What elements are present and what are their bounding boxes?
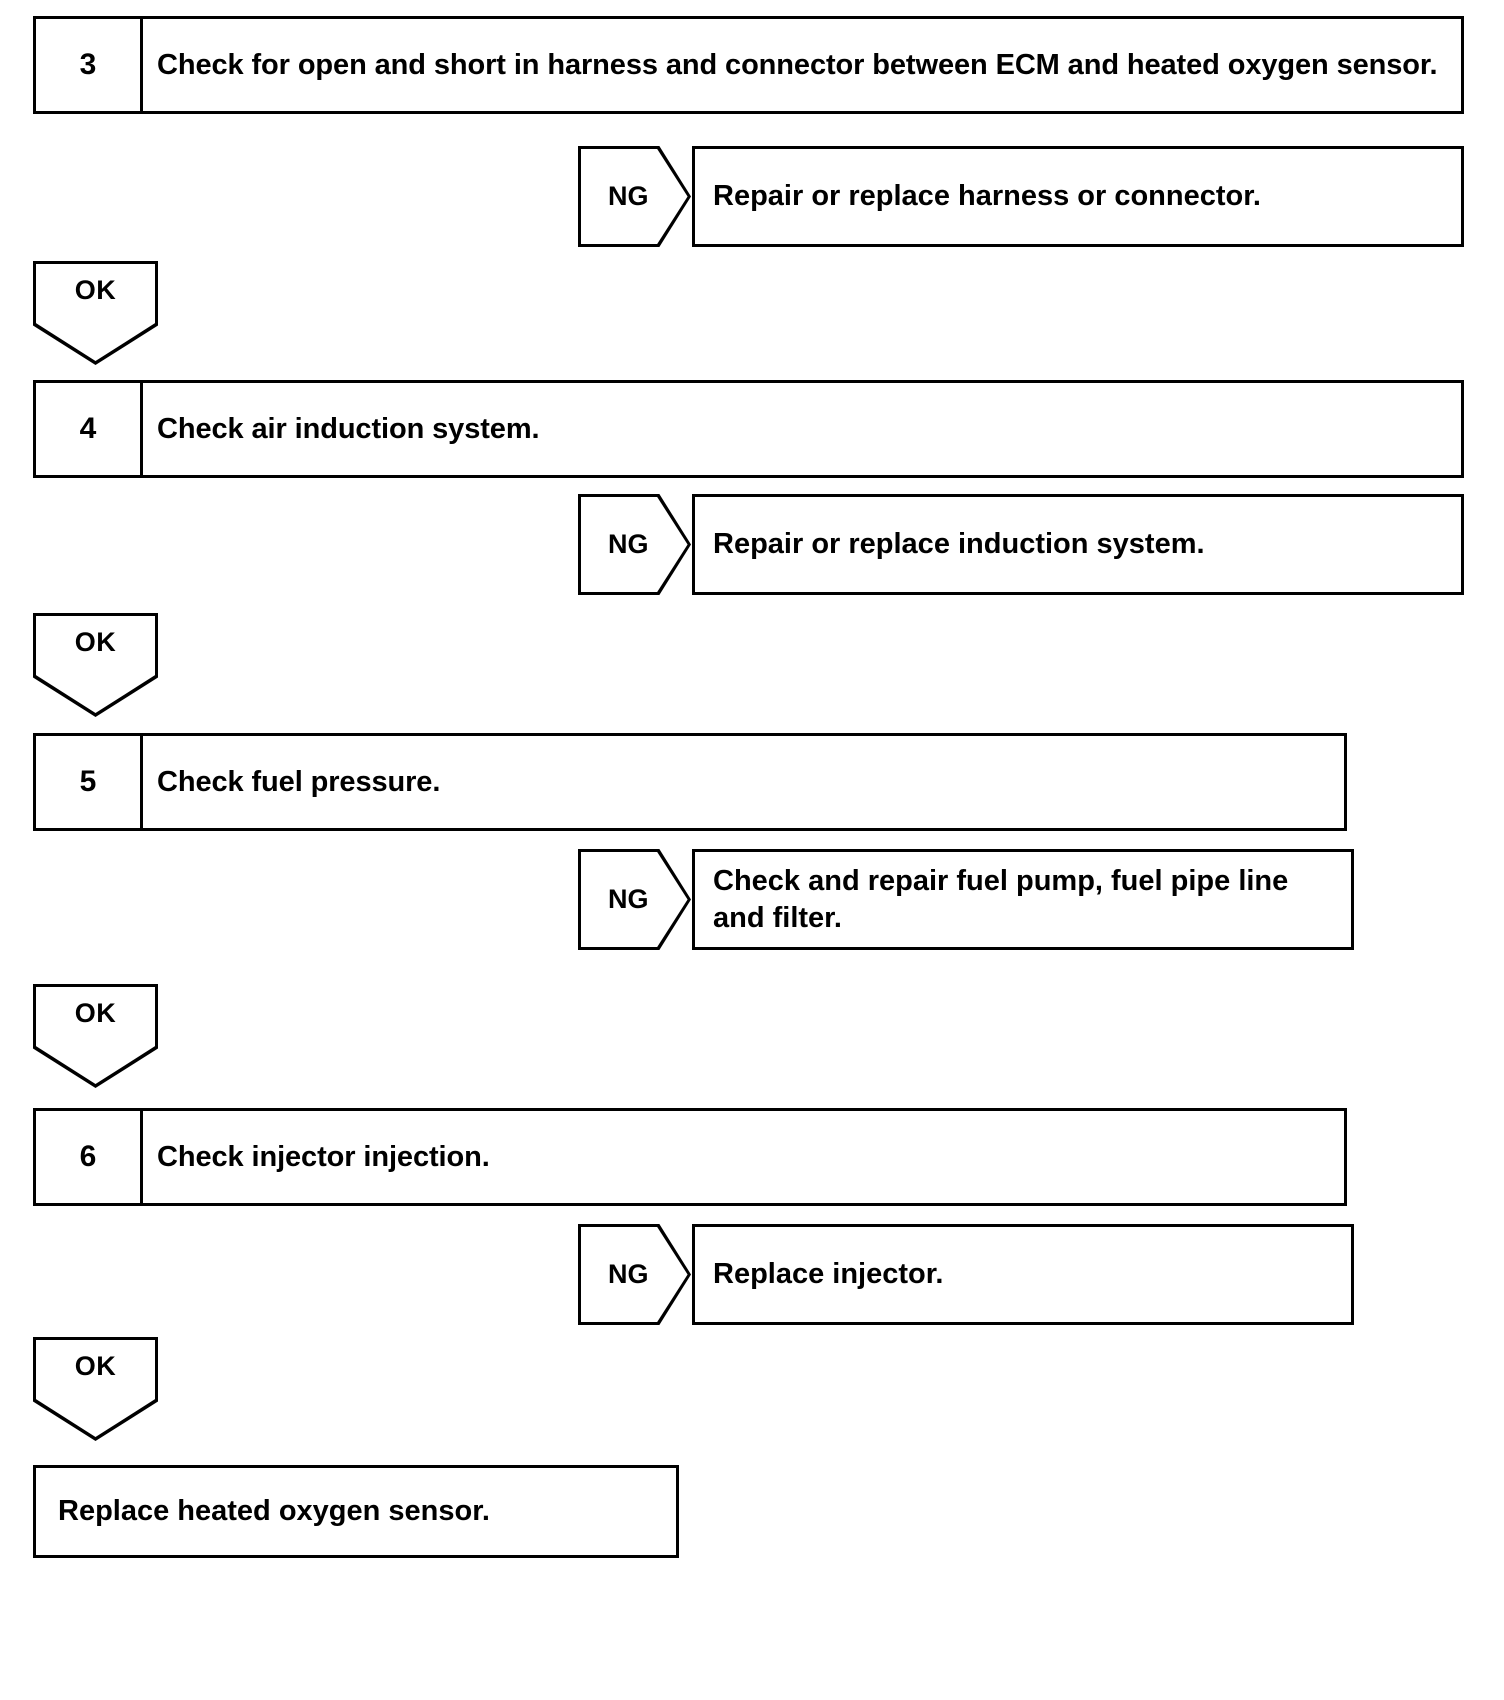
ok-arrow-5-label: OK bbox=[74, 998, 117, 1028]
ng-arrow-3-label: NG bbox=[608, 181, 649, 211]
ok-arrow-4-label: OK bbox=[74, 627, 117, 657]
ok-arrow-4: OK bbox=[33, 613, 158, 717]
ng-result-3: Repair or replace harness or connector. bbox=[692, 146, 1464, 247]
ng-arrow-4: NG bbox=[578, 494, 691, 595]
step-row-4: 4 Check air induction system. bbox=[33, 380, 1464, 478]
step-text-6: Check injector injection. bbox=[157, 1140, 490, 1173]
ok-arrow-5: OK bbox=[33, 984, 158, 1088]
ng-arrow-3: NG bbox=[578, 146, 691, 247]
ng-result-5: Check and repair fuel pump, fuel pipe li… bbox=[692, 849, 1354, 950]
ok-arrow-6-label: OK bbox=[74, 1351, 117, 1381]
ok-arrow-6: OK bbox=[33, 1337, 158, 1441]
ok-arrow-3: OK bbox=[33, 261, 158, 365]
ok-arrow-3-label: OK bbox=[74, 275, 117, 305]
step-number-4: 4 bbox=[36, 383, 143, 475]
step-text-3: Check for open and short in harness and … bbox=[157, 48, 1438, 81]
step-text-5: Check fuel pressure. bbox=[157, 765, 441, 798]
step-row-5: 5 Check fuel pressure. bbox=[33, 733, 1347, 831]
step-number-5: 5 bbox=[36, 736, 143, 828]
ng-arrow-6: NG bbox=[578, 1224, 691, 1325]
ng-arrow-6-label: NG bbox=[608, 1259, 649, 1289]
ng-result-4: Repair or replace induction system. bbox=[692, 494, 1464, 595]
step-number-3: 3 bbox=[36, 19, 143, 111]
step-row-6: 6 Check injector injection. bbox=[33, 1108, 1347, 1206]
step-row-3: 3 Check for open and short in harness an… bbox=[33, 16, 1464, 114]
ng-result-6: Replace injector. bbox=[692, 1224, 1354, 1325]
ng-arrow-4-label: NG bbox=[608, 529, 649, 559]
step-number-6: 6 bbox=[36, 1111, 143, 1203]
ng-arrow-5-label: NG bbox=[608, 884, 649, 914]
final-action-box: Replace heated oxygen sensor. bbox=[33, 1465, 679, 1558]
step-text-4: Check air induction system. bbox=[157, 412, 540, 445]
ng-arrow-5: NG bbox=[578, 849, 691, 950]
